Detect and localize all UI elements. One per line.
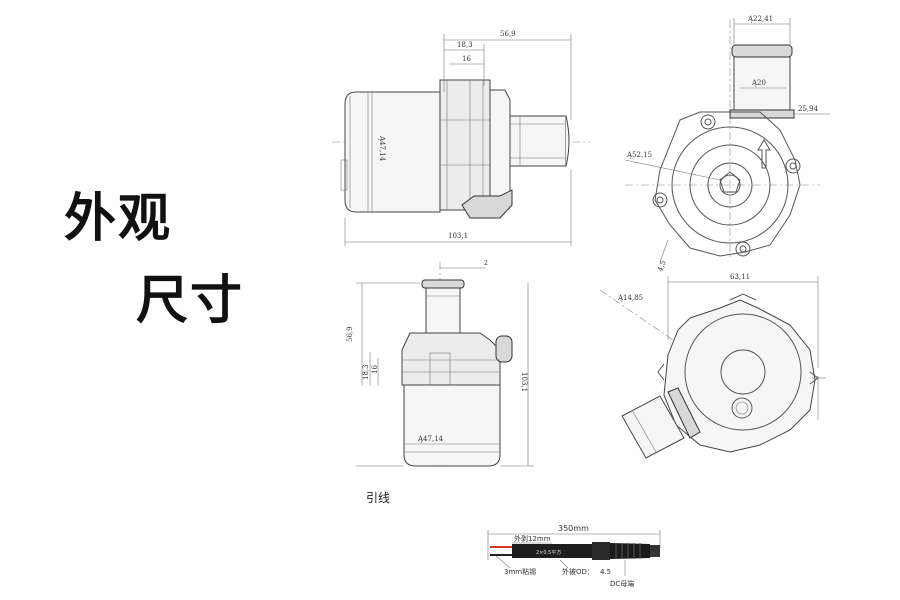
headline-appearance: 外观 — [64, 189, 173, 249]
dim-front-height: 56,9 — [346, 326, 354, 342]
wire-section-title: 引线 — [366, 491, 391, 505]
bottom-right-view: 63,11 Ą14,85 — [599, 273, 826, 459]
dim-bottom-diameter: Ą14,85 — [617, 294, 643, 302]
wire-spec: 2×0.5平方 — [536, 549, 561, 556]
dim-side-length: 103,1 — [448, 232, 468, 240]
wire-tin: 3mm粘锡 — [504, 567, 536, 576]
dim-outlet-height: 25,94 — [798, 105, 819, 113]
dim-bottom-width: 63,11 — [730, 273, 750, 281]
dim-front-length: 103,1 — [520, 372, 528, 392]
dim-front-diameter: Ą47,14 — [417, 435, 444, 443]
dim-front-flange-a: 18,3 — [362, 364, 370, 380]
front-view: 2 56,9 18,3 16 103,1 Ą47,14 — [346, 260, 534, 470]
dim-side-flange-b: 16 — [462, 55, 471, 63]
cable-jacket — [512, 544, 592, 558]
top-right-view: Ą22,41 Ą20 25,94 Ą52,15 4,5 — [624, 15, 830, 273]
dim-outlet-inner: Ą20 — [751, 79, 766, 87]
dim-body-diameter: Ą52,15 — [626, 151, 652, 159]
wire-harness: 350mm 外剥12mm 2×0.5平方 3mm粘锡 外被OD： 4.5 DC母… — [487, 524, 661, 588]
wire-outer-strip: 外剥12mm — [514, 534, 551, 543]
side-view: 56,9 18,3 16 Ą47,14 103,1 — [332, 30, 590, 246]
wire-od-label: 外被OD： — [562, 567, 594, 576]
wire-connector: DC母端 — [610, 579, 634, 588]
dim-side-flange-a: 18,3 — [457, 41, 473, 49]
headline-dimensions: 尺寸 — [136, 271, 245, 331]
dim-outlet-outer: Ą22,41 — [747, 15, 773, 23]
dim-front-flange-b: 16 — [371, 365, 379, 374]
dim-side-diameter: Ą47,14 — [378, 135, 386, 162]
wire-od-value: 4.5 — [600, 568, 611, 576]
dim-hole: 4,5 — [656, 259, 667, 272]
dim-front-angle: 2 — [484, 260, 488, 267]
wire-length: 350mm — [558, 524, 589, 533]
dim-side-height: 56,9 — [500, 30, 516, 38]
